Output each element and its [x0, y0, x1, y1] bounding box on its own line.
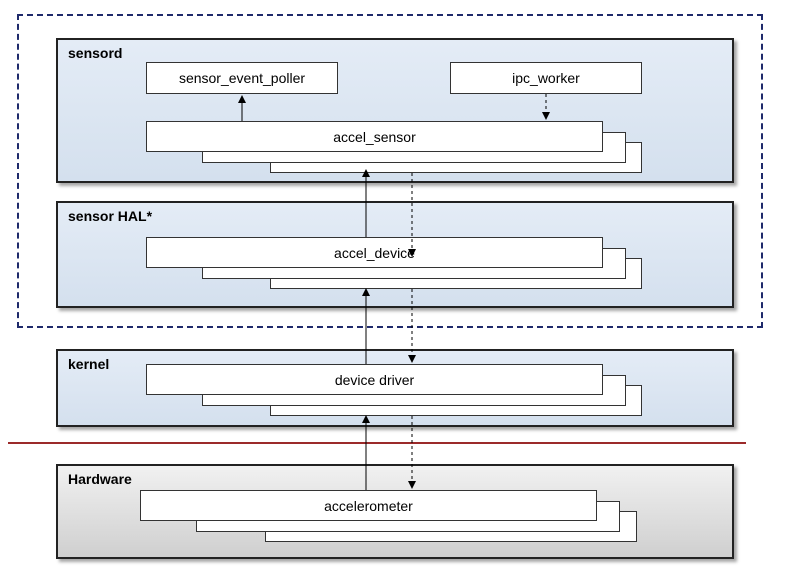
accel-device-box: accel_device [146, 237, 603, 268]
accelerometer-box: accelerometer [140, 490, 597, 521]
ipc-worker-box: ipc_worker [450, 62, 642, 94]
accel-sensor-box: accel_sensor [146, 121, 603, 152]
layer-title-hardware: Hardware [68, 471, 132, 487]
layer-title-kernel: kernel [68, 356, 110, 372]
hardware-separator-line [8, 442, 746, 444]
sensor-event-poller-box: sensor_event_poller [146, 62, 338, 94]
layer-title-sensor-hal: sensor HAL* [68, 208, 153, 224]
userspace-boundary-frame [17, 14, 763, 328]
device-driver-box: device driver [146, 364, 603, 395]
layer-title-sensord: sensord [68, 45, 123, 61]
